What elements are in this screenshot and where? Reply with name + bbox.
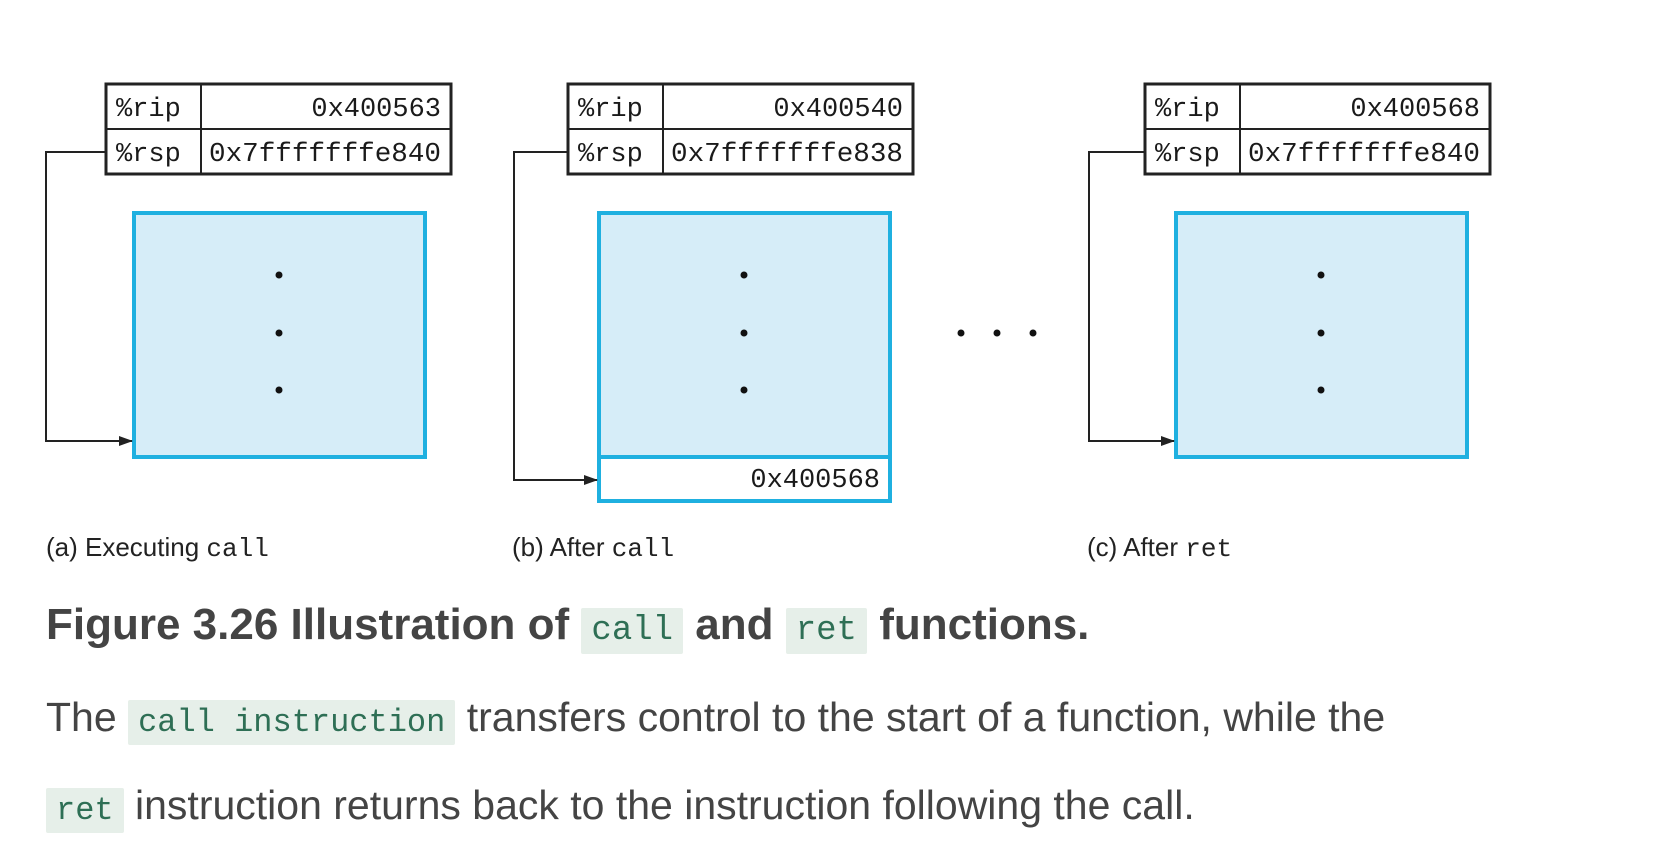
ellipsis-dot xyxy=(275,329,283,337)
figure-title: Figure 3.26 Illustration of call and ret… xyxy=(46,600,1090,654)
ellipsis-dot xyxy=(740,271,748,279)
rip-value: 0x400568 xyxy=(1350,95,1480,125)
panel-c-caption: (c) After ret xyxy=(1087,532,1232,564)
return-address-value: 0x400568 xyxy=(750,466,880,496)
figure-title-text: functions. xyxy=(879,600,1090,649)
code-ret: ret xyxy=(785,608,867,654)
figure-title-text: and xyxy=(695,600,774,649)
figure-description: The call instruction transfers control t… xyxy=(46,676,1626,852)
panel-c: %rip 0x400568 %rsp 0x7fffffffe840 (c) Af… xyxy=(1087,82,1492,564)
code-call: call xyxy=(581,608,684,654)
description-text: transfers control to the start of a func… xyxy=(466,694,1386,740)
ellipsis-dot xyxy=(740,329,748,337)
panel-b: %rip 0x400540 %rsp 0x7fffffffe838 0x4005… xyxy=(512,82,915,564)
ellipsis-dot xyxy=(1029,329,1037,337)
rsp-value: 0x7fffffffe840 xyxy=(1248,140,1480,170)
rip-label: %rip xyxy=(116,95,181,125)
rsp-pointer-arrow-c xyxy=(1088,151,1175,446)
rsp-label: %rsp xyxy=(116,140,181,170)
rsp-pointer-arrow-a xyxy=(45,151,133,446)
register-table-c: %rip 0x400568 %rsp 0x7fffffffe840 xyxy=(1143,82,1492,176)
register-table-b: %rip 0x400540 %rsp 0x7fffffffe838 xyxy=(566,82,915,176)
rsp-value: 0x7fffffffe838 xyxy=(671,140,903,170)
rip-value: 0x400540 xyxy=(773,95,903,125)
panel-b-caption: (b) After call xyxy=(512,532,674,564)
rip-label: %rip xyxy=(1155,95,1220,125)
description-text: instruction returns back to the instruct… xyxy=(135,782,1195,828)
rip-value: 0x400563 xyxy=(311,95,441,125)
ellipsis-dot xyxy=(1317,271,1325,279)
ellipsis-dot xyxy=(275,271,283,279)
rip-label: %rip xyxy=(578,95,643,125)
panel-a: %rip 0x400563 %rsp 0x7fffffffe840 (a) Ex… xyxy=(45,82,453,564)
return-address-slot xyxy=(597,455,892,503)
ellipsis-dot xyxy=(993,329,1001,337)
ellipsis-dot xyxy=(957,329,965,337)
register-table-a: %rip 0x400563 %rsp 0x7fffffffe840 xyxy=(104,82,453,176)
description-text: The xyxy=(46,694,117,740)
stack-diagram: %rip 0x400563 %rsp 0x7fffffffe840 (a) Ex… xyxy=(45,82,1492,564)
panel-gap-ellipsis xyxy=(957,329,1037,337)
ellipsis-dot xyxy=(275,386,283,394)
ellipsis-dot xyxy=(1317,386,1325,394)
ellipsis-dot xyxy=(1317,329,1325,337)
figure-title-text: Figure 3.26 Illustration of xyxy=(46,600,570,649)
code-ret: ret xyxy=(46,788,124,833)
ellipsis-dot xyxy=(740,386,748,394)
rsp-label: %rsp xyxy=(1155,140,1220,170)
panel-a-caption: (a) Executing call xyxy=(46,532,269,564)
rsp-pointer-arrow-b xyxy=(513,151,598,485)
code-call-instruction: call instruction xyxy=(128,700,456,745)
rsp-value: 0x7fffffffe840 xyxy=(209,140,441,170)
rsp-label: %rsp xyxy=(578,140,643,170)
